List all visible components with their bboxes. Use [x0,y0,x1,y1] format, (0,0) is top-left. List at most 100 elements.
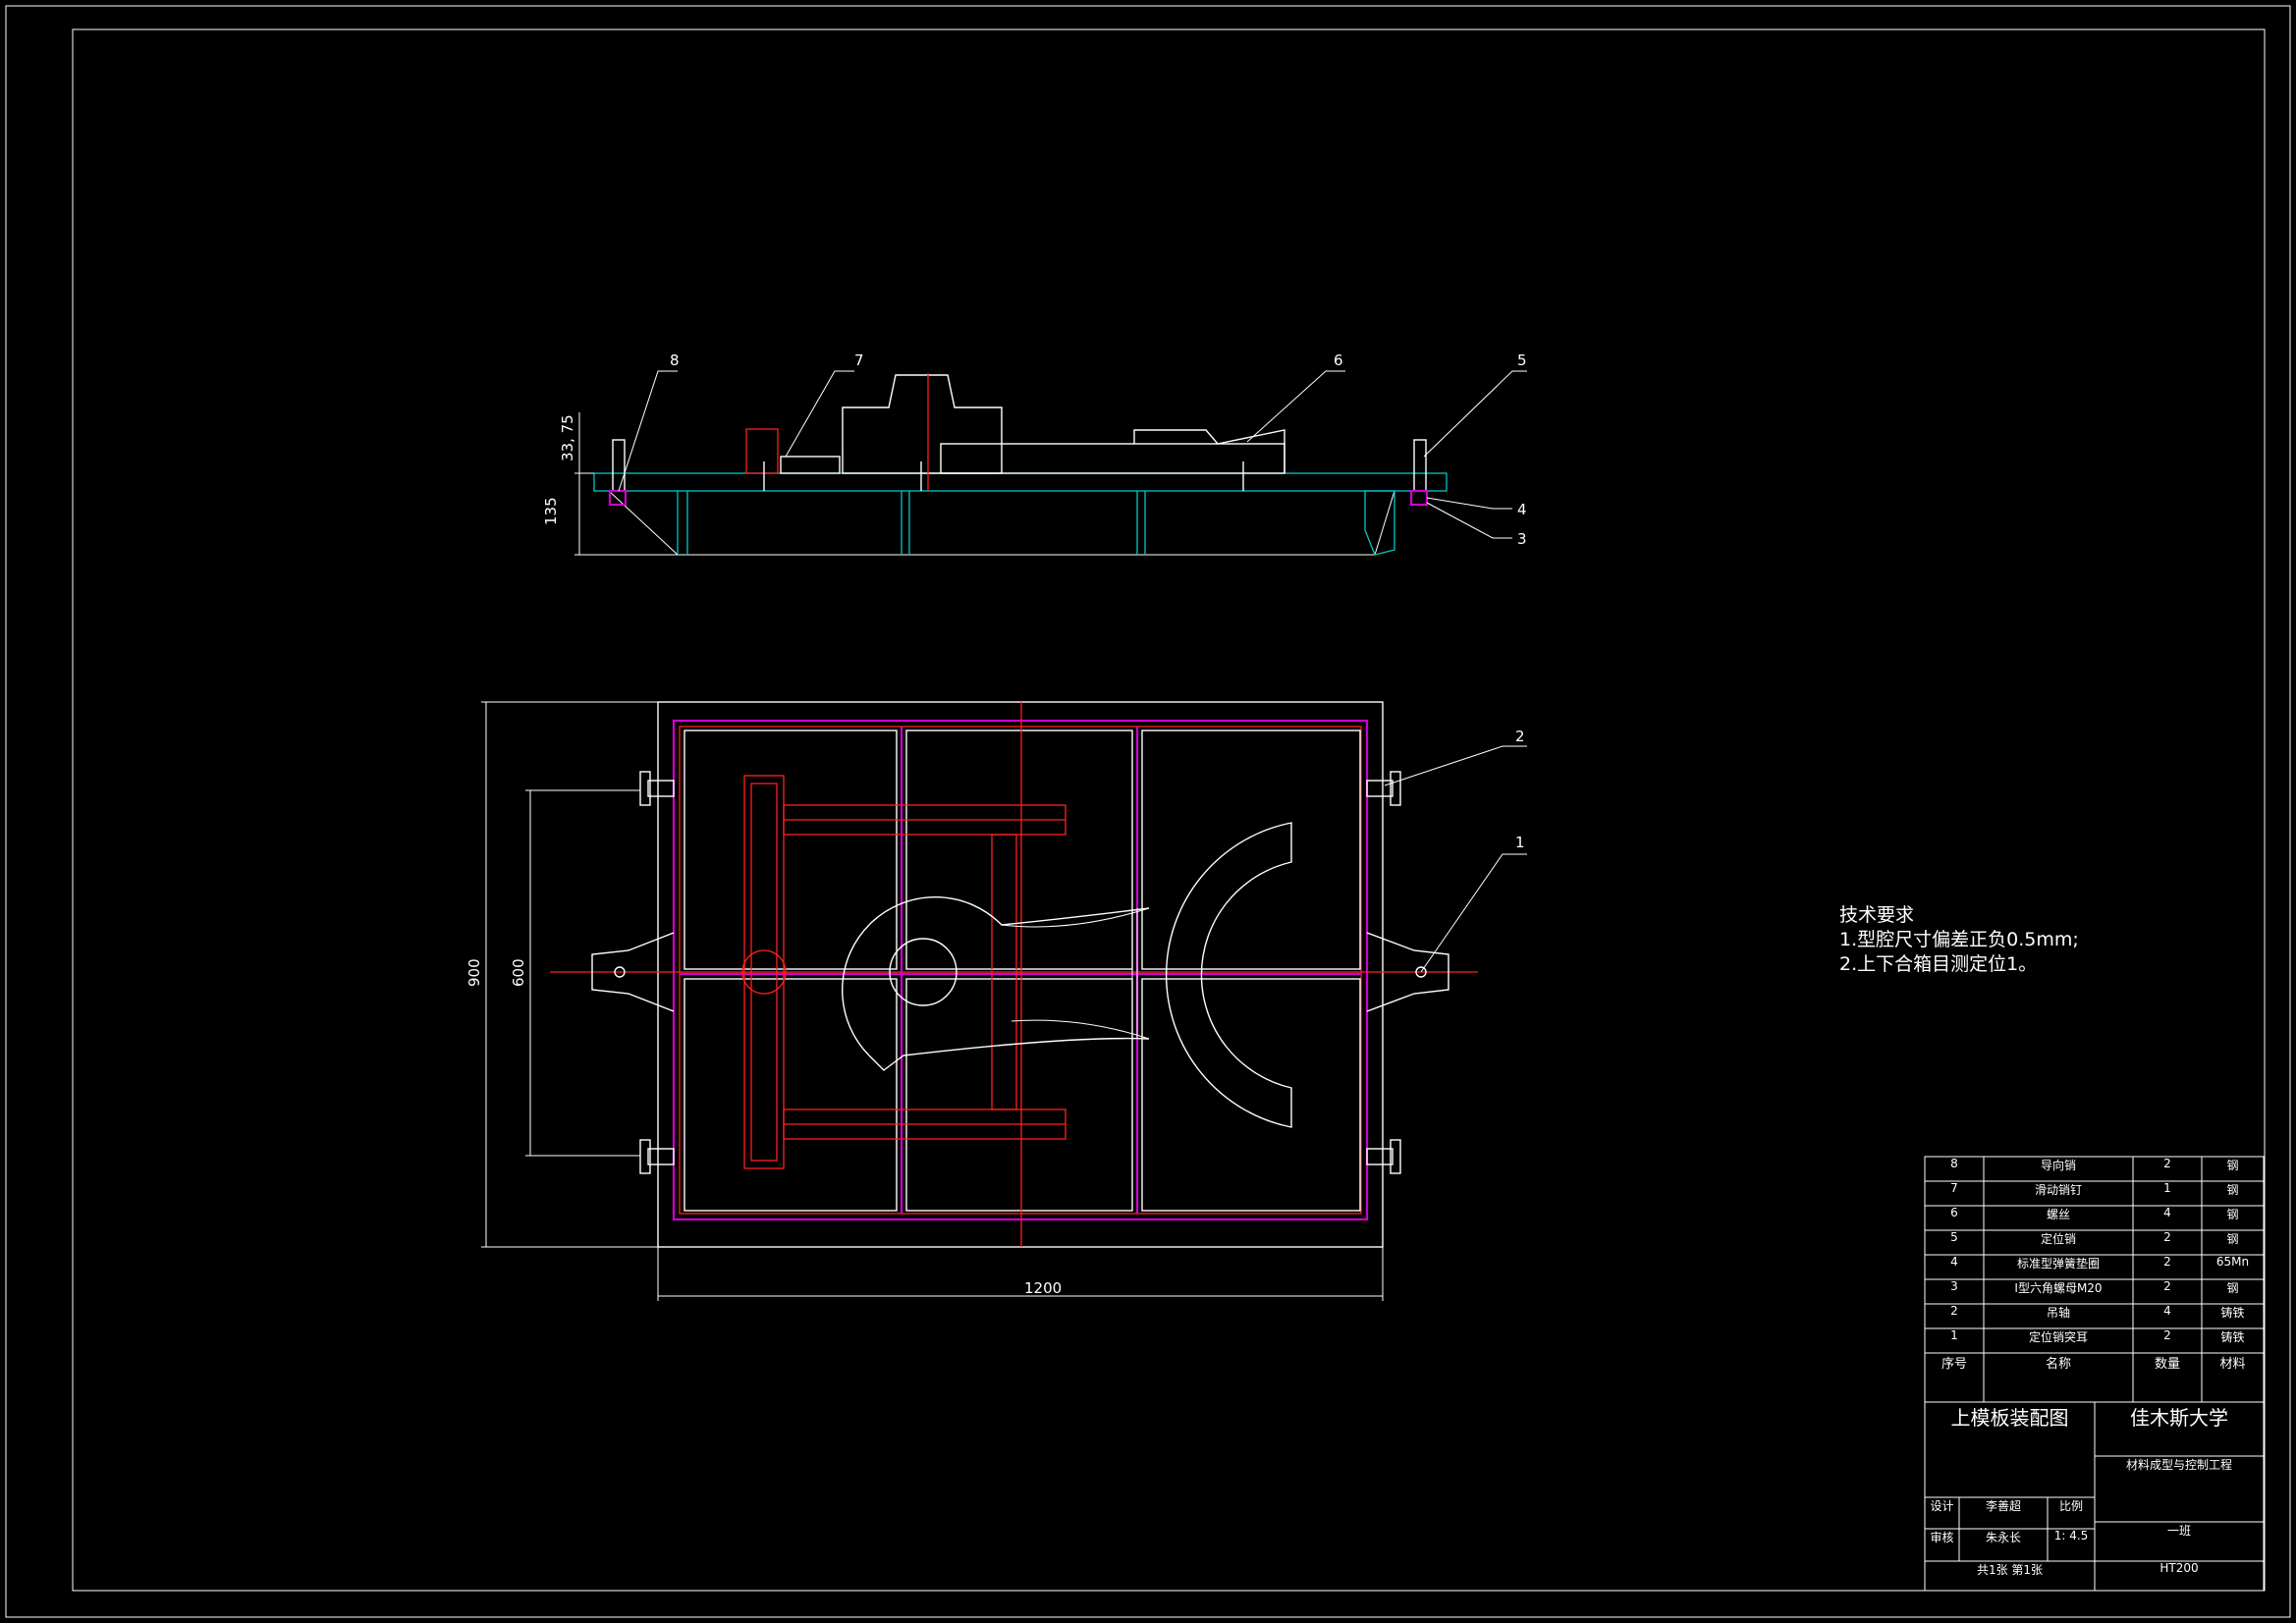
plate-body-outline [608,490,1395,556]
parts-cell-qty: 2 [2163,1328,2171,1342]
tech-req-title: 技术要求 [1839,904,1914,926]
technical-requirements: 技术要求 1.型腔尺寸偏差正负0.5mm; 2.上下合箱目测定位1。 [1839,904,2079,975]
dim-flange-height: 33, 75 [559,414,576,461]
mold-plate-section [593,472,1448,492]
tech-req-item-2: 2.上下合箱目测定位1。 [1839,953,2037,975]
dim-overall-width: 1200 [1024,1279,1062,1297]
trunnion-bottom-right [1366,1139,1401,1174]
balloon-8: 8 [670,352,680,369]
parts-cell-qty: 2 [2163,1230,2171,1244]
pattern-boss-section [842,374,1003,474]
parts-cell-qty: 2 [2163,1157,2171,1170]
drawing-title: 上模板装配图 [1950,1406,2069,1430]
pattern-arm-section [940,443,1285,474]
frame-outer-magenta [672,719,1369,1221]
parts-cell-qty: 4 [2163,1206,2171,1219]
parts-cell-name: 定位销 [2040,1232,2076,1246]
guide-pin-8 [612,439,626,492]
trunnion-bottom-left [639,1139,675,1174]
parts-cell-no: 2 [1950,1304,1958,1318]
header-name: 名称 [2045,1357,2071,1372]
parts-cell-qty: 2 [2163,1255,2171,1269]
table-row: 1 定位销突耳 2 铸铁 [1925,1328,2264,1353]
parts-cell-qty: 4 [2163,1304,2171,1318]
parts-cell-material: 65Mn [2215,1255,2250,1269]
balloon-7: 7 [854,352,864,369]
parts-cell-name: 吊轴 [2046,1306,2070,1320]
balloon-5: 5 [1517,352,1527,369]
class-name: 一班 [2166,1524,2191,1538]
reviewer-label: 审核 [1930,1531,1954,1544]
parts-cell-no: 3 [1950,1279,1958,1293]
casting-pattern-outline [842,822,1292,1128]
table-row: 5 定位销 2 钢 [1925,1230,2264,1255]
table-row: 7 滑动销钉 1 钢 [1925,1181,2264,1206]
title-block [1924,1401,2265,1592]
section-view: 33, 75 135 8 7 6 5 4 3 [542,352,1527,556]
parts-cell-material: 钢 [2226,1232,2239,1246]
balloon-3: 3 [1517,530,1527,548]
dim-pin-spacing: 600 [510,958,527,987]
designer-name: 李善超 [1985,1499,2021,1513]
dim-overall-height: 900 [465,958,483,987]
reviewer-name: 朱永长 [1985,1531,2021,1544]
header-qty: 数量 [2154,1357,2180,1372]
parts-list [1924,1156,2265,1403]
header-material: 材料 [2219,1357,2246,1372]
runner-bar [743,775,785,1169]
parts-cell-material: 钢 [2226,1183,2239,1197]
parts-cell-qty: 2 [2163,1279,2171,1293]
plan-view: 900 600 1200 2 1 [465,701,1527,1301]
outer-frame [5,5,2291,1618]
parts-cell-name: I型六角螺母M20 [2014,1281,2103,1295]
sheet-count: 共1张 第1张 [1976,1563,2044,1577]
parts-cell-material: 钢 [2226,1281,2239,1295]
parts-cell-no: 5 [1950,1230,1958,1244]
tech-req-item-1: 1.型腔尺寸偏差正负0.5mm; [1839,929,2079,950]
parts-cell-no: 8 [1950,1157,1958,1170]
plate-outline [657,701,1384,1248]
parts-cell-material: 铸铁 [2220,1330,2245,1344]
table-row: 3 I型六角螺母M20 2 钢 [1925,1279,2264,1304]
parts-cell-name: 导向销 [2040,1159,2076,1172]
sprue-circle [741,949,787,995]
parts-cell-material: 钢 [2226,1159,2239,1172]
sprue-section [745,428,779,474]
parts-cell-no: 1 [1950,1328,1958,1342]
designer-label: 设计 [1930,1499,1954,1513]
parts-cell-name: 标准型弹簧垫圈 [2016,1257,2100,1271]
trunnion-top-right [1366,771,1401,806]
lug-right [1366,932,1449,1012]
parts-cell-material: 钢 [2226,1208,2239,1221]
material-spec: HT200 [2159,1561,2199,1575]
parts-cell-qty: 1 [2163,1181,2171,1195]
parts-cell-material: 铸铁 [2220,1306,2245,1320]
balloon-6: 6 [1334,352,1343,369]
dim-depth: 135 [542,497,560,525]
nut-right [1409,489,1429,507]
balloon-1: 1 [1515,834,1525,851]
header-no: 序号 [1941,1357,1967,1372]
inner-frame [72,28,2266,1592]
parts-cell-name: 螺丝 [2046,1208,2070,1221]
scale-label: 比例 [2058,1499,2083,1513]
locating-pin-5 [1413,439,1427,492]
balloon-4: 4 [1517,501,1527,518]
nut-left [608,489,628,507]
table-row: 8 导向销 2 钢 [1925,1157,2264,1181]
lug-left [591,932,675,1012]
department-name: 材料成型与控制工程 [2125,1458,2232,1472]
parts-cell-no: 6 [1950,1206,1958,1219]
table-row: 6 螺丝 4 钢 [1925,1206,2264,1230]
scale-value: 1: 4.5 [2053,1529,2089,1542]
table-row: 2 吊轴 4 铸铁 [1925,1304,2264,1328]
parts-cell-name: 定位销突耳 [2028,1330,2088,1344]
balloon-2: 2 [1515,728,1525,745]
parts-cell-no: 7 [1950,1181,1958,1195]
trunnion-top-left [639,771,675,806]
parts-list-header: 序号 名称 数量 材料 [1925,1353,2264,1402]
university-name: 佳木斯大学 [2130,1406,2228,1430]
parts-cell-name: 滑动销钉 [2034,1183,2082,1197]
